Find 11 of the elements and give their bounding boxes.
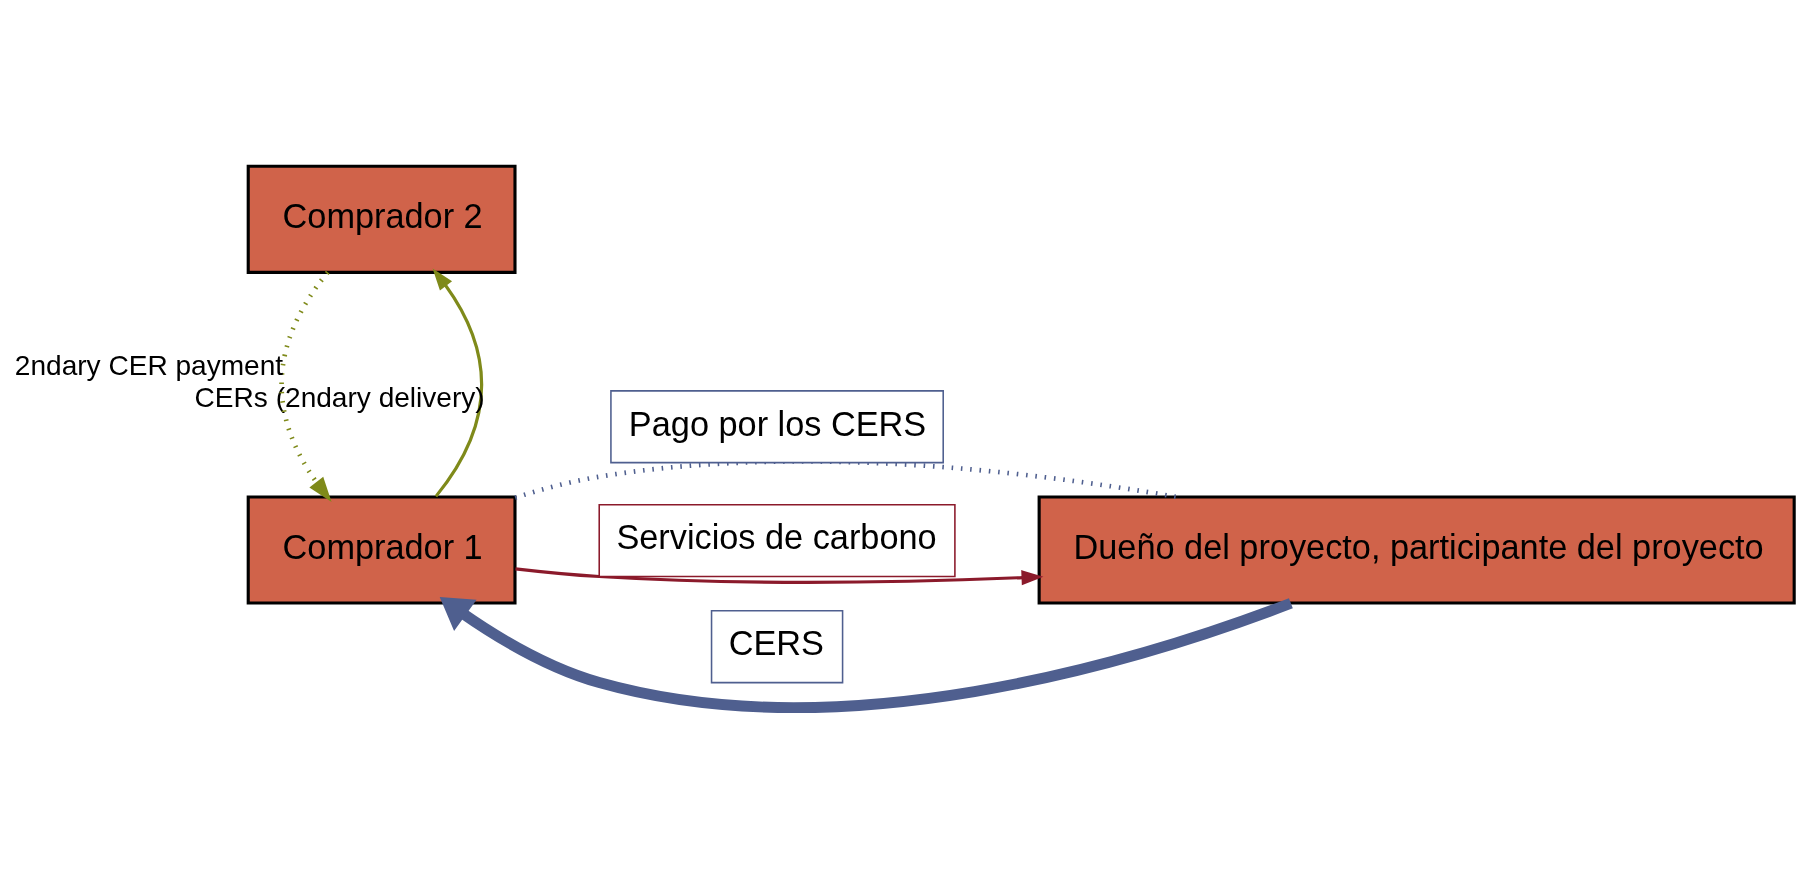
- node-box: Comprador 2: [246, 164, 517, 274]
- node-box: Dueño del proyecto, participante del proyecto: [1037, 495, 1796, 605]
- edge-label: 2ndary CER payment: [14, 350, 284, 382]
- edge-label: Pago por los CERS: [628, 404, 927, 443]
- arrow: [432, 268, 484, 498]
- arrow: [279, 270, 332, 502]
- node-box: Comprador 1: [246, 495, 517, 605]
- arrow: [515, 567, 1044, 586]
- arrow: [439, 597, 1293, 713]
- edge-label: CERS: [728, 624, 824, 663]
- edge-label: Servicios de carbono: [616, 518, 937, 557]
